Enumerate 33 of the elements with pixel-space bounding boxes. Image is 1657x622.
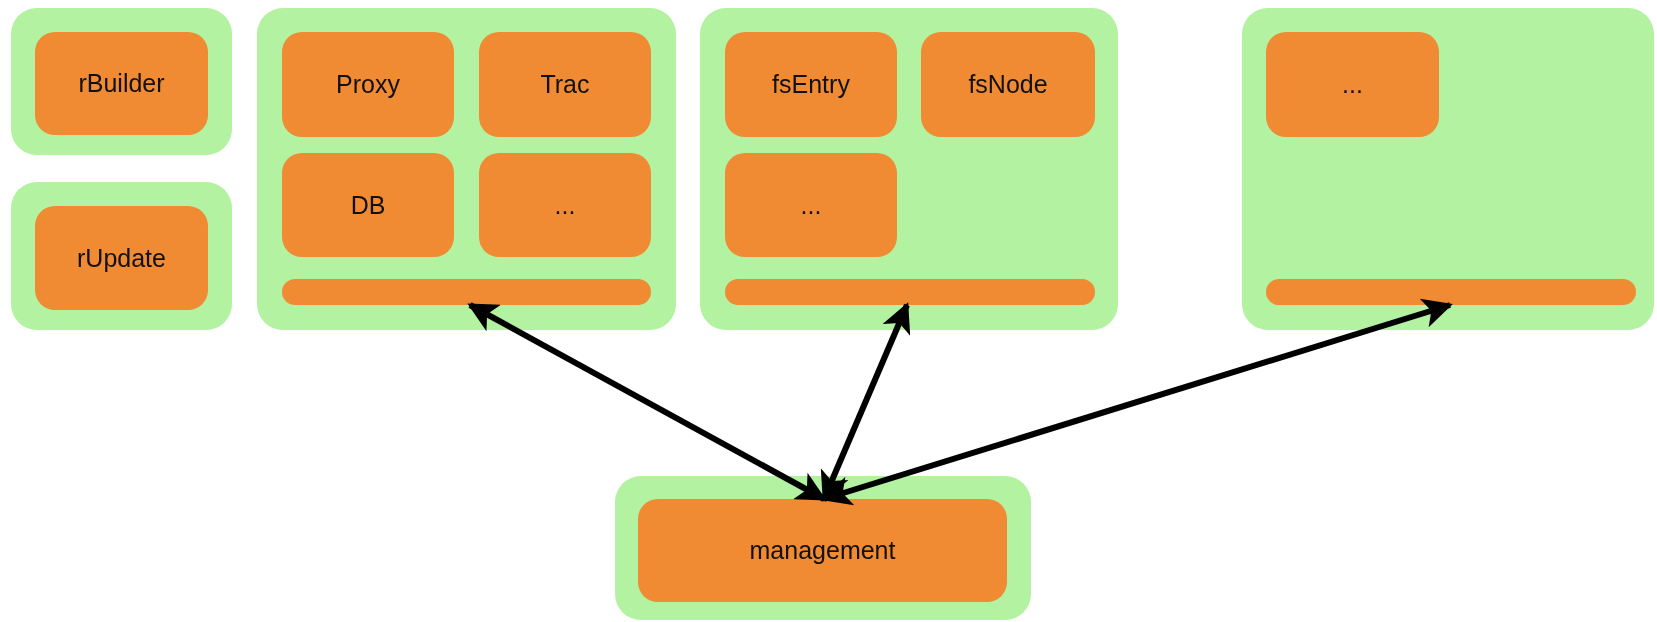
group-panel [615, 476, 1031, 620]
component-box [282, 32, 454, 137]
component-box [921, 32, 1095, 137]
component-label: ... [554, 190, 576, 220]
component-box [725, 32, 897, 137]
component-label: rBuilder [78, 69, 165, 98]
group-panel [11, 182, 232, 330]
group-panel [11, 8, 232, 155]
component-box [479, 32, 651, 137]
component-label: Proxy [336, 70, 400, 99]
component-box [1266, 32, 1439, 137]
double-arrow [821, 298, 1453, 506]
interface-bar [282, 279, 651, 305]
component-label: management [749, 536, 896, 565]
component-box [35, 206, 208, 310]
group-panel [1242, 8, 1654, 330]
component-box [638, 499, 1007, 602]
component-box [282, 153, 454, 257]
interface-bar [725, 279, 1095, 305]
component-box [35, 32, 208, 135]
group-panel [257, 8, 676, 330]
group-panel [700, 8, 1118, 330]
component-label: rUpdate [77, 243, 166, 273]
component-label: fsNode [968, 70, 1048, 99]
component-label: ... [800, 190, 822, 220]
double-arrow [820, 302, 911, 502]
component-label: DB [350, 190, 386, 220]
component-label: ... [1342, 70, 1363, 99]
component-label: Trac [540, 70, 590, 99]
component-box [479, 153, 651, 257]
component-box [725, 153, 897, 257]
component-label: fsEntry [772, 70, 850, 99]
interface-bar [1266, 279, 1636, 305]
